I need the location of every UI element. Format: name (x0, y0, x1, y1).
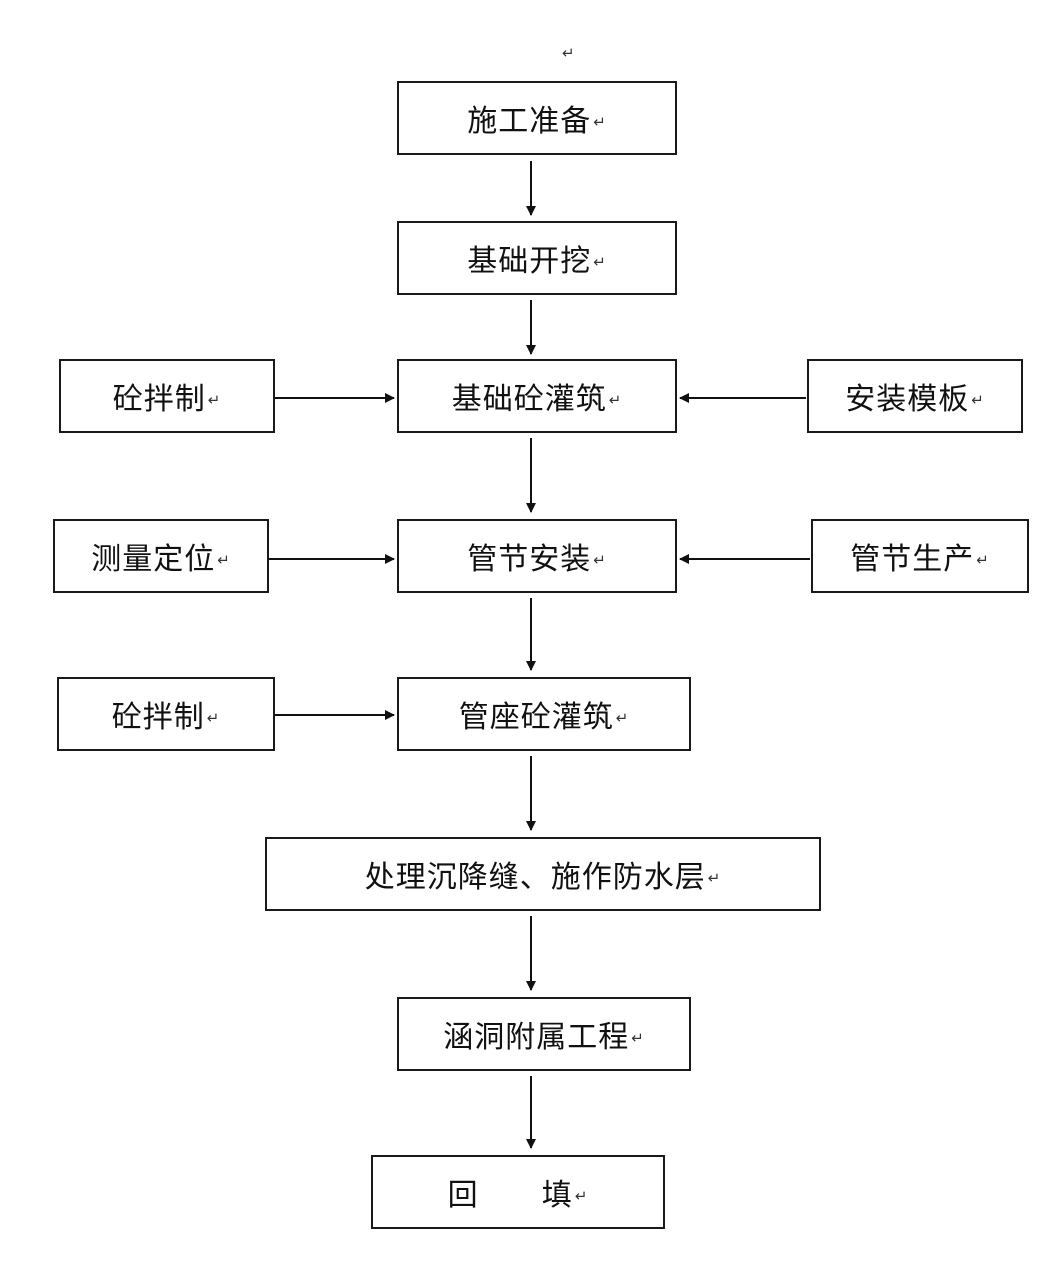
step-foundation-excavation: 基础开挖↵ (397, 221, 677, 295)
paragraph-mark: ↵ (593, 113, 607, 131)
paragraph-mark: ↵ (207, 391, 222, 409)
input-survey-positioning: 测量定位↵ (53, 519, 269, 593)
paragraph-mark: ↵ (206, 709, 221, 727)
input-pipe-production: 管节生产↵ (811, 519, 1029, 593)
step-label: 测量定位 (91, 542, 216, 577)
step-foundation-concrete-pour: 基础砼灌筑↵ (397, 359, 677, 433)
step-pipe-installation: 管节安装↵ (397, 519, 677, 593)
step-label: 涵洞附属工程 (443, 1020, 630, 1055)
paragraph-mark: ↵ (608, 391, 623, 409)
paragraph-mark: ↵ (976, 551, 990, 569)
step-label: 回 填 (447, 1178, 573, 1213)
step-label: 管座砼灌筑 (458, 700, 614, 735)
paragraph-mark: ↵ (593, 253, 607, 271)
input-concrete-mixing-1: 砼拌制↵ (59, 359, 275, 433)
step-label: 基础砼灌筑 (451, 382, 607, 417)
step-backfill: 回 填↵ (371, 1155, 665, 1229)
step-label: 施工准备 (467, 104, 592, 139)
input-concrete-mixing-2: 砼拌制↵ (57, 677, 275, 751)
paragraph-mark: ↵ (217, 551, 231, 569)
input-install-formwork: 安装模板↵ (807, 359, 1023, 433)
paragraph-mark: ↵ (562, 44, 575, 62)
paragraph-mark: ↵ (631, 1029, 645, 1047)
step-label: 安装模板 (845, 382, 970, 417)
paragraph-mark: ↵ (574, 1187, 589, 1205)
paragraph-mark: ↵ (707, 869, 722, 887)
step-label: 管节安装 (467, 542, 592, 577)
paragraph-mark: ↵ (971, 391, 985, 409)
step-label: 砼拌制 (111, 700, 205, 735)
step-label: 处理沉降缝、施作防水层 (364, 860, 706, 895)
paragraph-mark: ↵ (593, 551, 607, 569)
step-culvert-ancillary-works: 涵洞附属工程↵ (397, 997, 691, 1071)
step-pipe-seat-concrete-pour: 管座砼灌筑↵ (397, 677, 691, 751)
step-joints-and-waterproofing: 处理沉降缝、施作防水层↵ (265, 837, 821, 911)
step-label: 基础开挖 (467, 244, 592, 279)
step-label: 砼拌制 (112, 382, 206, 417)
step-label: 管节生产 (850, 542, 975, 577)
step-construction-prep: 施工准备↵ (397, 81, 677, 155)
paragraph-mark: ↵ (615, 709, 630, 727)
